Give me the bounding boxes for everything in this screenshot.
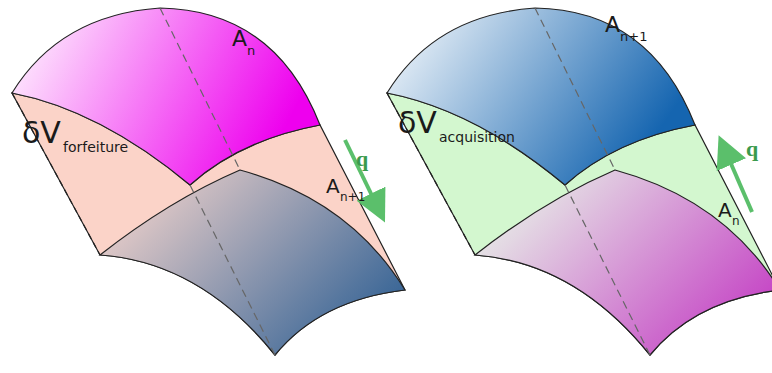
subscript-label: n+1 bbox=[620, 30, 647, 43]
subscript-label: n bbox=[247, 44, 255, 57]
subscript-label: forfeiture bbox=[63, 140, 128, 154]
acquisition-cell bbox=[387, 8, 772, 355]
flux-label: q bbox=[746, 138, 758, 160]
symbol-label: A bbox=[718, 200, 732, 220]
subscript-label: n+1 bbox=[340, 191, 365, 203]
subscript-label: n bbox=[732, 215, 740, 227]
forfeiture-cell bbox=[12, 8, 405, 355]
symbol-label: A bbox=[326, 176, 340, 196]
symbol-label: δV bbox=[22, 118, 61, 148]
symbol-label: δV bbox=[398, 108, 437, 138]
symbol-label: A bbox=[232, 28, 247, 50]
flux-label: q bbox=[356, 148, 368, 170]
subscript-label: acquisition bbox=[439, 130, 515, 144]
symbol-label: A bbox=[605, 14, 620, 36]
